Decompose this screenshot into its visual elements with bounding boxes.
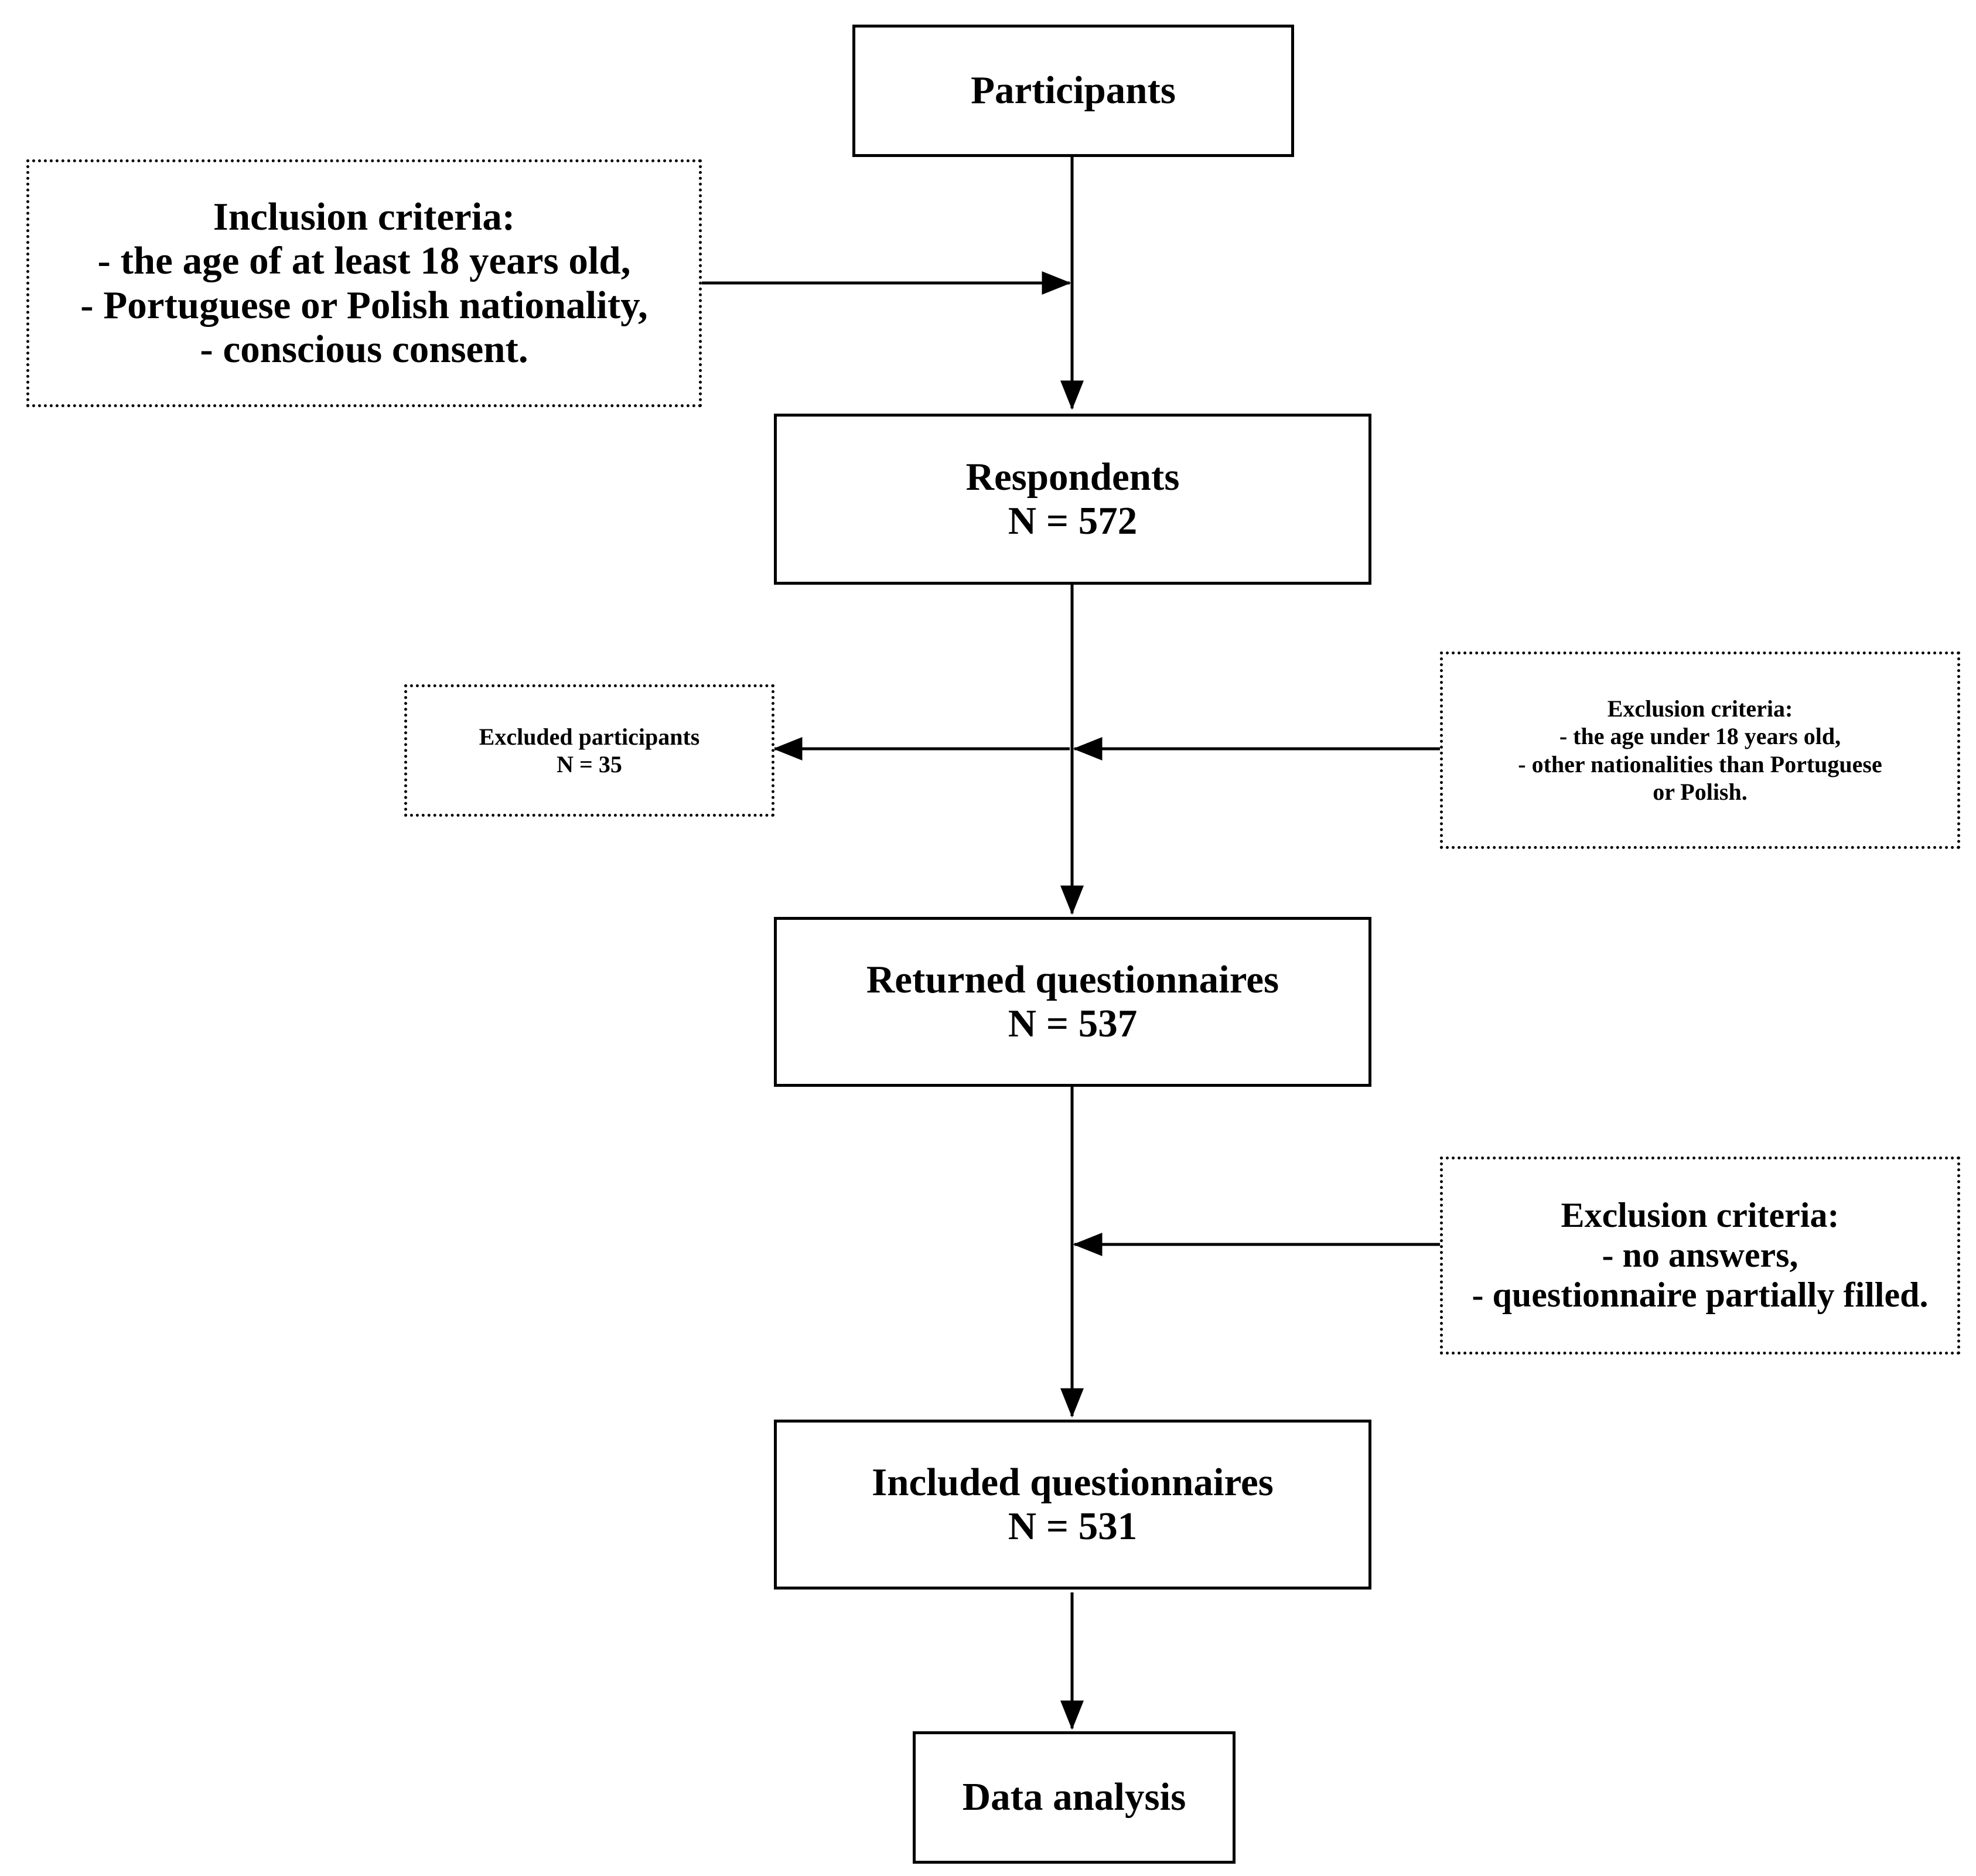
exclusion-criteria-answers-node: Exclusion criteria: - no answers, - ques… xyxy=(1440,1157,1960,1355)
included-questionnaires-node: Included questionnaires N = 531 xyxy=(774,1420,1371,1590)
inclusion-criteria-item: - Portuguese or Polish nationality, xyxy=(80,283,648,327)
exclusion-criteria-title: Exclusion criteria: xyxy=(1607,695,1793,722)
inclusion-criteria-item: - the age of at least 18 years old, xyxy=(97,239,631,283)
included-questionnaires-label: Included questionnaires xyxy=(872,1460,1274,1504)
excluded-participants-node: Excluded participants N = 35 xyxy=(404,684,774,817)
exclusion-criteria-item: or Polish. xyxy=(1653,778,1748,805)
exclusion-criteria-item: - no answers, xyxy=(1602,1236,1798,1275)
data-analysis-label: Data analysis xyxy=(962,1775,1186,1819)
returned-questionnaires-label: Returned questionnaires xyxy=(866,957,1279,1001)
returned-questionnaires-count: N = 537 xyxy=(1008,1002,1138,1045)
included-questionnaires-count: N = 531 xyxy=(1008,1505,1138,1548)
inclusion-criteria-item: - conscious consent. xyxy=(200,327,528,371)
exclusion-criteria-item: - other nationalities than Portuguese xyxy=(1518,751,1882,777)
excluded-participants-count: N = 35 xyxy=(557,751,622,777)
exclusion-criteria-age-nationality-node: Exclusion criteria: - the age under 18 y… xyxy=(1440,652,1960,849)
inclusion-criteria-node: Inclusion criteria: - the age of at leas… xyxy=(26,159,702,407)
excluded-participants-label: Excluded participants xyxy=(479,723,700,750)
exclusion-criteria-item: - questionnaire partially filled. xyxy=(1472,1275,1929,1314)
inclusion-criteria-title: Inclusion criteria: xyxy=(213,195,516,239)
data-analysis-node: Data analysis xyxy=(913,1731,1236,1864)
exclusion-criteria-item: - the age under 18 years old, xyxy=(1559,723,1841,750)
participants-label: Participants xyxy=(971,69,1176,112)
returned-questionnaires-node: Returned questionnaires N = 537 xyxy=(774,917,1371,1087)
respondents-label: Respondents xyxy=(965,455,1180,499)
respondents-count: N = 572 xyxy=(1008,499,1138,543)
respondents-node: Respondents N = 572 xyxy=(774,414,1371,585)
participants-node: Participants xyxy=(852,25,1294,157)
exclusion-criteria-title: Exclusion criteria: xyxy=(1561,1196,1840,1235)
